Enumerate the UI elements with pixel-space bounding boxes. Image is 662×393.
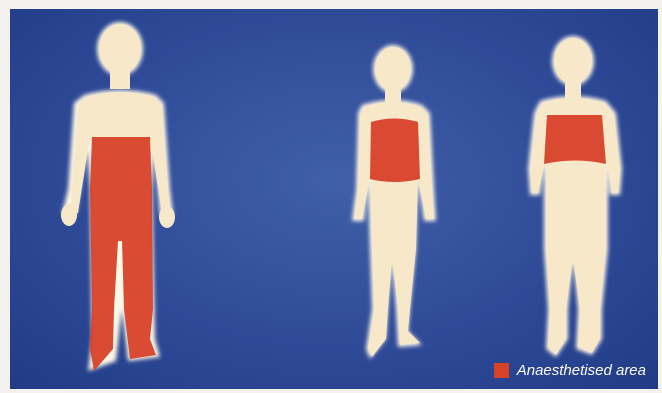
- figure-front-band: [352, 45, 436, 359]
- anaesthetised-area-legs: [90, 137, 156, 371]
- legend-swatch: [494, 363, 509, 378]
- anaesthetised-area-back: [544, 115, 606, 164]
- figure-back-band: [528, 36, 622, 357]
- anaesthetised-area-chest: [370, 119, 420, 183]
- diagram-panel: Anaesthetised area: [10, 9, 658, 389]
- body-figures: [10, 9, 658, 389]
- legend: Anaesthetised area: [494, 362, 646, 379]
- figure-front-full: [61, 22, 175, 371]
- legend-label: Anaesthetised area: [517, 362, 646, 379]
